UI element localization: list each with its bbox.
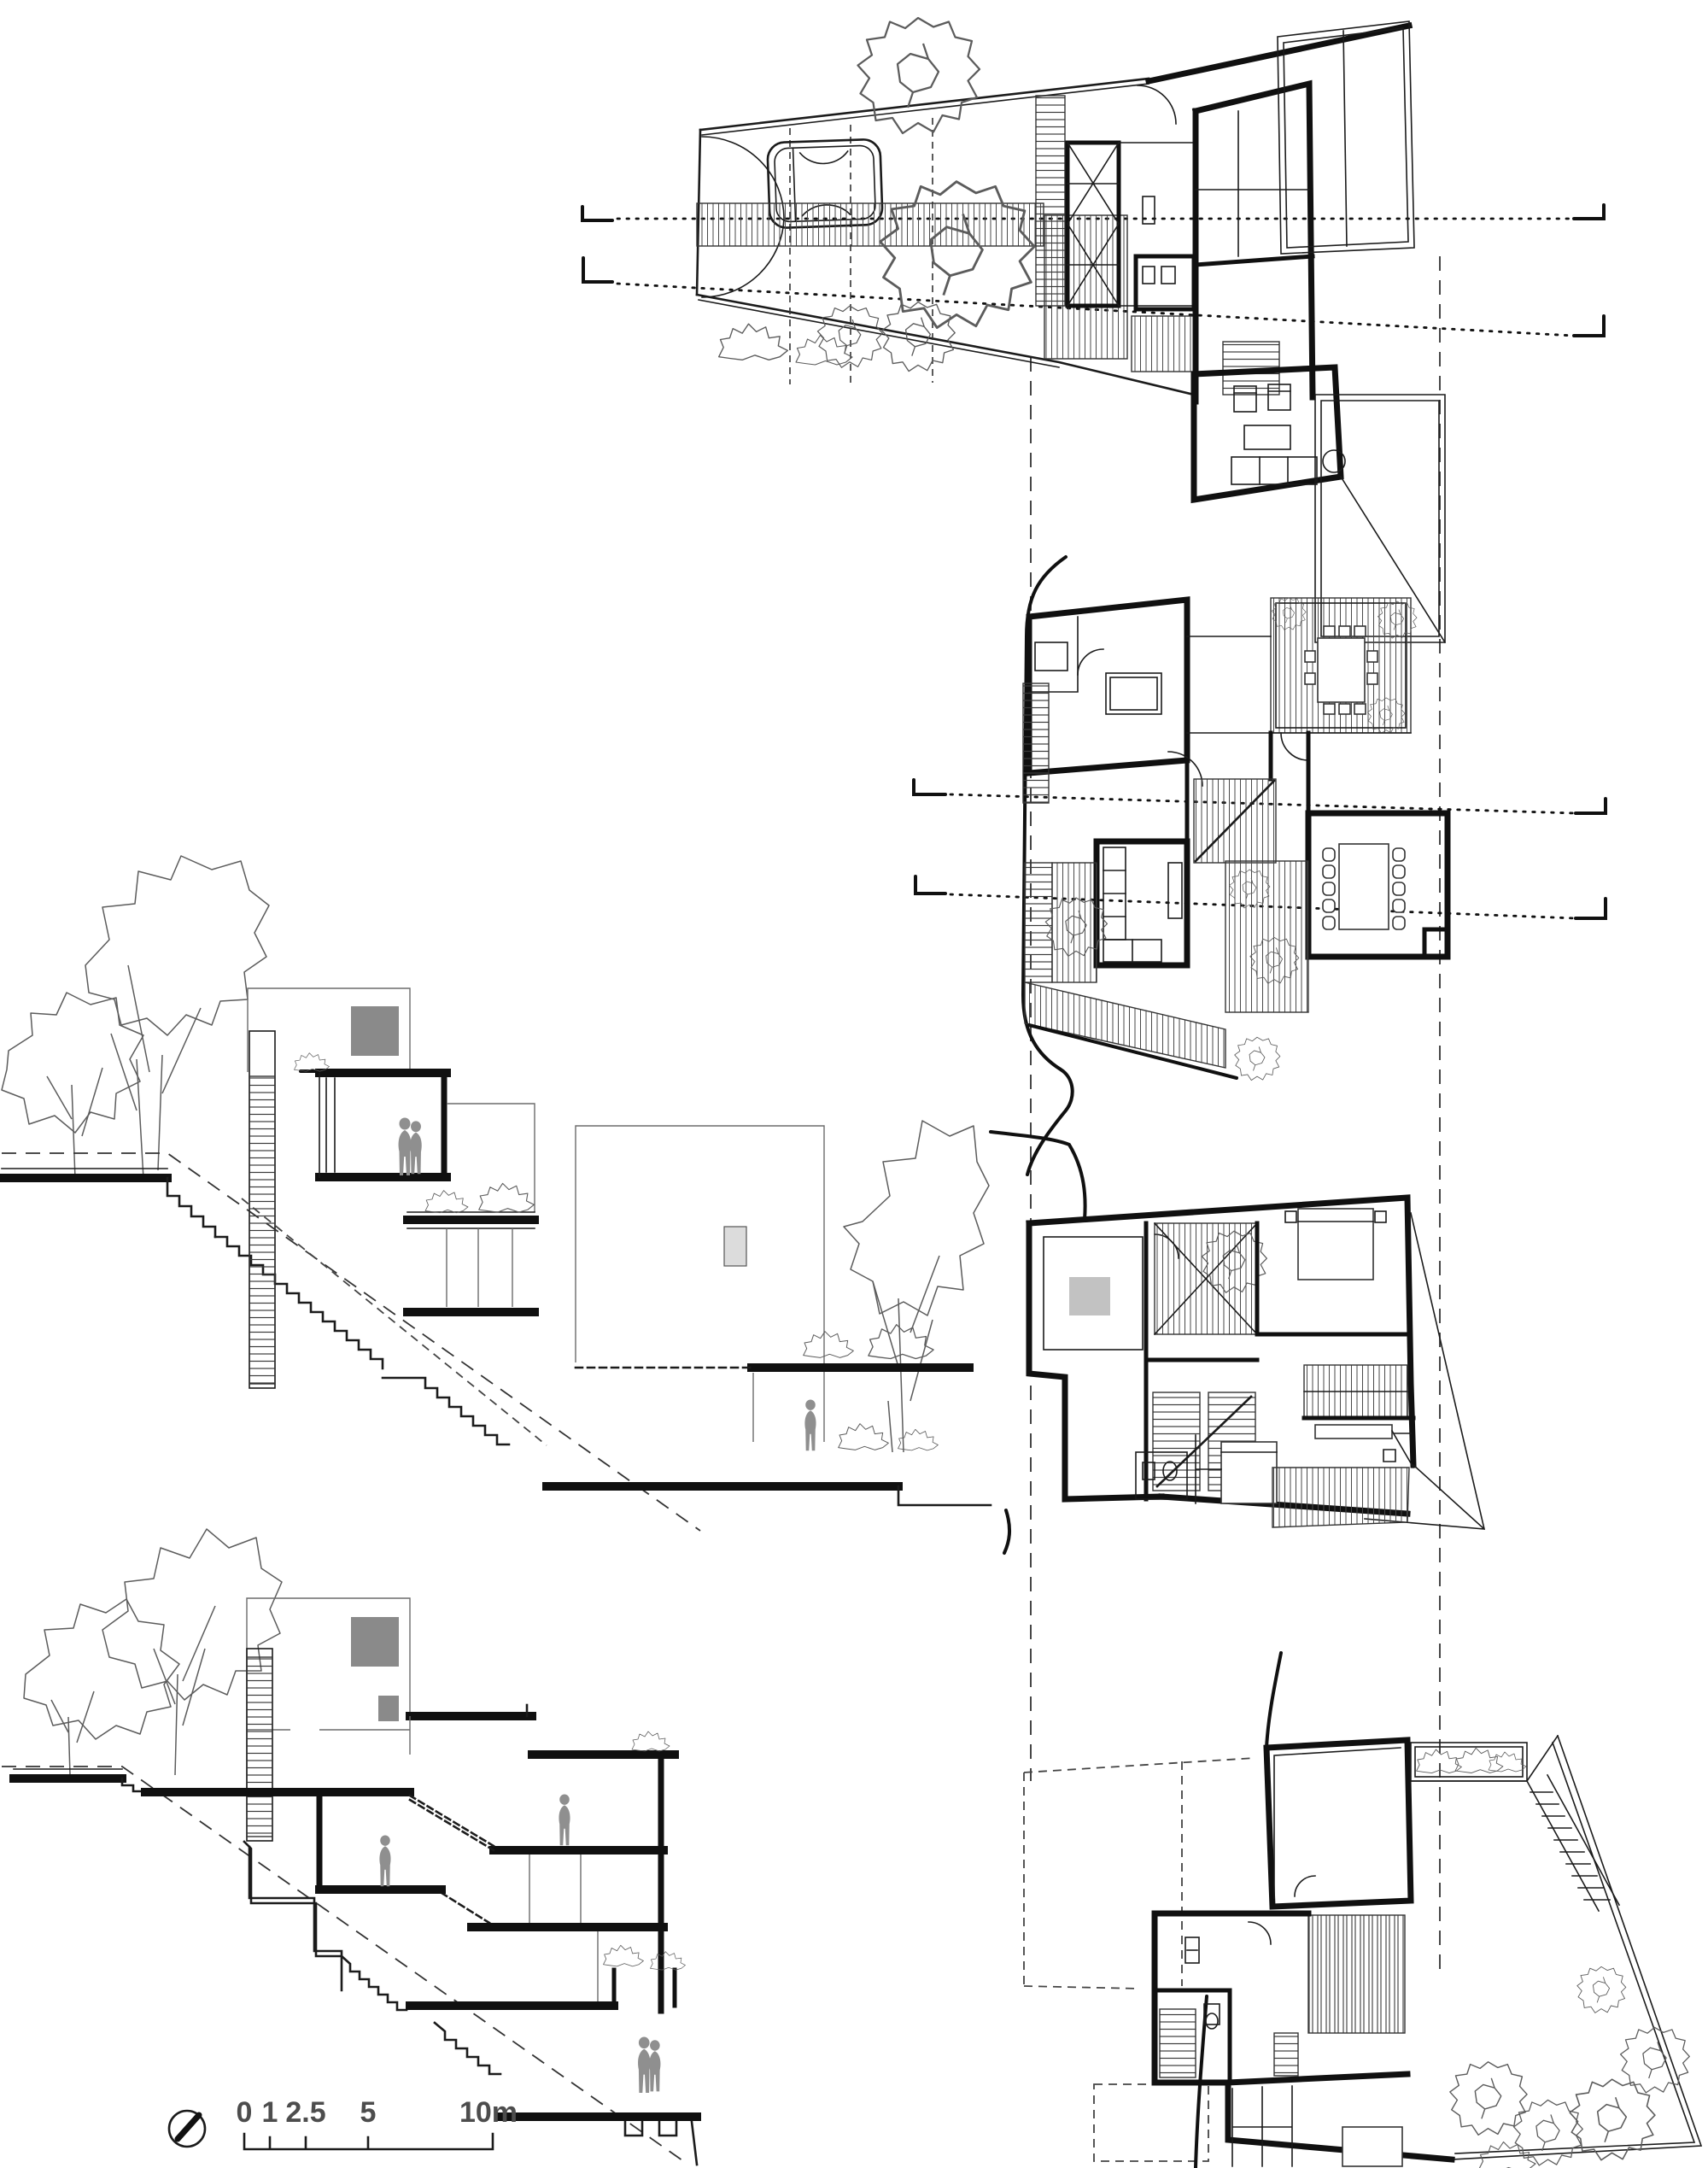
bedroom-1 [1255,1208,1410,1337]
plan-garden-level [1023,1651,1703,2168]
hillside-steps [166,1176,992,1507]
scale-label-1: 1 [262,2096,278,2129]
garden-bedroom [1225,2071,1455,2167]
plan-living-level [912,555,1607,1176]
person-figure [804,1399,816,1451]
tree-icons-sectionA [1,855,990,1453]
neighbour-roof [1277,21,1446,643]
scale-label-0: 0 [237,2096,253,2129]
bathroom [1133,254,1196,312]
roof-deck-dining [1270,597,1418,734]
people-figures-b [638,2036,660,2093]
section-longitudinal [2,1528,701,2166]
scale-label-10m: 10m [459,2096,518,2129]
garden-stair [1525,1773,1621,1913]
tree-icons-sectionB [23,1528,283,1776]
living-room-2 [1093,838,1190,969]
plan-entry-level [581,16,1606,644]
scale-bar: 0 1 2.5 5 10m [167,2096,518,2151]
north-arrow-icon [167,2109,207,2148]
projection-lines [1030,256,1441,1978]
person-figure-b1 [379,1835,391,1887]
bedroom-3 [1195,1434,1278,1504]
person-figure-b2 [559,1794,570,1846]
section-transverse [0,855,992,1532]
scale-label-5: 5 [360,2096,377,2129]
plan-bedroom-level [989,1130,1486,1555]
bedroom-2 [1301,1415,1416,1469]
service-block [1151,1910,1312,2086]
scale-label-2-5: 2.5 [285,2096,325,2129]
dining-room [1305,810,1451,960]
bathroom-3 [1135,1451,1188,1500]
people-figures [399,1118,422,1176]
tree-icons-plan1 [717,16,1036,372]
